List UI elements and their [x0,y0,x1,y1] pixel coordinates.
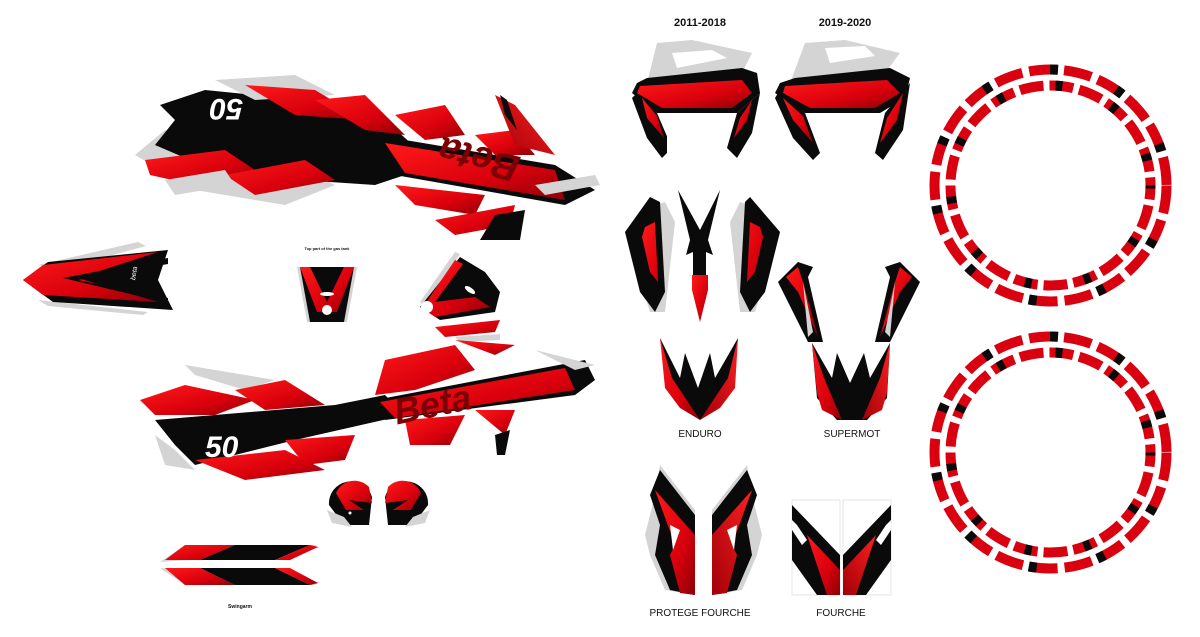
tank-top-note: Top part of the gas tank [304,246,350,251]
tank-top-decal [292,262,362,327]
supermot-fork-side-right [875,262,920,342]
svg-text:beta: beta [130,266,139,281]
protege-fourche-label: PROTEGE FOURCHE [649,608,751,619]
race-number-mirrored: 50 [209,92,243,125]
year-label-2019-2020: 2019-2020 [818,17,872,29]
rim-strips-ring-1 [928,63,1173,308]
headlight-mask-2011-2018 [632,38,762,163]
year-label-2011-2018: 2011-2018 [674,17,726,29]
fork-side-center [678,190,723,325]
supermot-fender-decal [812,338,892,420]
swingarm-decal [160,540,325,590]
headlight-mask-2019-2020 [775,38,915,163]
knee-pad-left [324,475,374,527]
fork-guard-left [645,465,700,595]
fourche-label: FOURCHE [816,608,866,619]
supermot-label: SUPERMOT [823,429,881,440]
swingarm-note: Swingarm [228,604,252,610]
rim-strips-ring-2 [928,330,1173,575]
race-number: 50 [205,431,239,464]
fork-guard-right [707,465,762,595]
radiator-scoop-decal [415,252,500,342]
supermot-fork-side-left [778,262,823,342]
enduro-label: ENDURO [678,429,722,440]
shroud-lower-decal: 50 Beta [135,340,600,485]
shroud-upper-decal: 50 Beta [135,75,600,250]
front-fender-decal: beta [18,240,183,315]
enduro-fender-decal [660,338,740,420]
fork-tube-left [791,499,841,596]
knee-pad-right [383,475,433,527]
fork-tube-right [842,499,892,596]
fork-side-piece-right [730,192,785,317]
fork-side-piece-left [620,192,680,317]
